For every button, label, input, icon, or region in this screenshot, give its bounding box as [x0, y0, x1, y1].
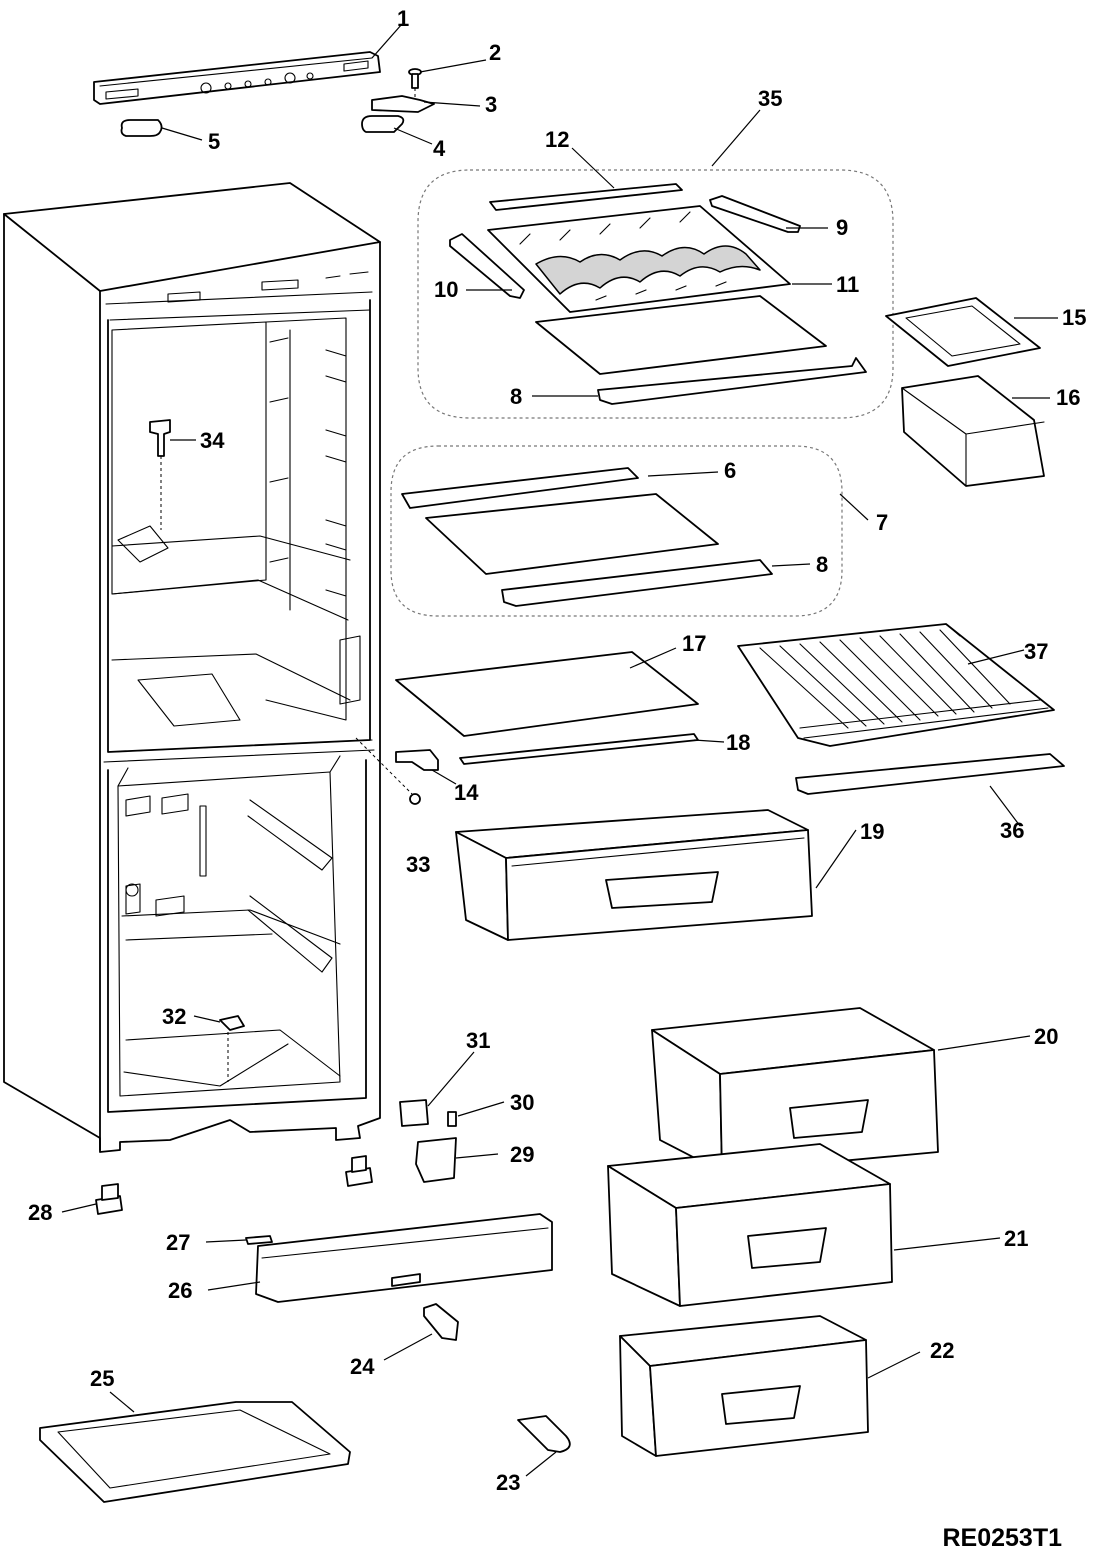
part-11-bottle-rack: [487, 205, 791, 313]
callout-9: 9: [836, 215, 848, 240]
part-6-shelf-rail: [401, 467, 639, 509]
callout-29: 29: [510, 1142, 534, 1167]
reference-code: RE0253T1: [942, 1524, 1062, 1552]
part-30-pin: [447, 1111, 457, 1127]
part-32-key: [219, 1015, 245, 1031]
callout-36: 36: [1000, 818, 1024, 843]
callout-22: 22: [930, 1338, 954, 1363]
part-5-plug: [120, 119, 163, 137]
cabinet: [3, 182, 381, 1153]
part-24-clip: [423, 1303, 459, 1341]
part-26-base-grille: [255, 1213, 553, 1303]
callout-26: 26: [168, 1278, 192, 1303]
part-37-wire-shelf: [737, 623, 1055, 747]
leader-lines: [61, 23, 1058, 1477]
callout-17: 17: [682, 631, 706, 656]
callout-10: 10: [434, 277, 458, 302]
callout-21: 21: [1004, 1226, 1028, 1251]
part-35-glass-shelf: [535, 295, 827, 375]
callout-34: 34: [200, 428, 225, 453]
part-27-tab: [245, 1235, 273, 1245]
callout-14: 14: [454, 780, 479, 805]
part-33-cap: [409, 793, 421, 805]
callout-24: 24: [350, 1354, 375, 1379]
part-7-glass-shelf: [425, 493, 719, 575]
group-outline-35: [417, 169, 894, 419]
callout-11: 11: [836, 272, 859, 297]
part-21-freezer-drawer: [607, 1143, 893, 1307]
part-8-trim-upper: [597, 357, 867, 405]
assembly-line-33: [355, 737, 413, 795]
part-1-top-cover: [93, 51, 381, 105]
callout-6: 6: [724, 458, 736, 483]
part-17-glass-plate: [395, 651, 699, 737]
callout-18: 18: [726, 730, 750, 755]
part-28-foot: [95, 1183, 123, 1215]
part-23-scoop: [517, 1415, 571, 1453]
callout-16: 16: [1056, 385, 1080, 410]
part-25-tray: [39, 1401, 351, 1503]
callout-25: 25: [90, 1366, 114, 1391]
part-36-trim: [795, 753, 1065, 795]
callout-32: 32: [162, 1004, 186, 1029]
callout-23: 23: [496, 1470, 520, 1495]
part-19-drawer: [455, 809, 813, 941]
callouts: 1 2 3 4 5 12 35 9 10 11 15 16 8 6 7 8 17…: [28, 6, 1086, 1495]
callout-4: 4: [433, 136, 446, 161]
callout-2: 2: [489, 40, 501, 65]
part-16-box: [901, 375, 1045, 487]
callout-3: 3: [485, 92, 497, 117]
callout-12: 12: [545, 127, 569, 152]
callout-19: 19: [860, 819, 884, 844]
callout-7: 7: [876, 510, 888, 535]
part-8-trim-lower: [501, 559, 773, 607]
part-3-hinge-plate: [371, 95, 435, 113]
callout-15: 15: [1062, 305, 1086, 330]
callout-8-upper: 8: [510, 384, 522, 409]
part-2-screw: [408, 68, 422, 89]
callout-35: 35: [758, 86, 782, 111]
part-10-side-rail: [449, 233, 525, 299]
callout-5: 5: [208, 129, 220, 154]
callout-30: 30: [510, 1090, 534, 1115]
part-4-hinge-cap: [361, 115, 405, 133]
part-9-side-rail: [709, 195, 801, 233]
part-34-key: [149, 419, 171, 457]
part-22-freezer-drawer: [619, 1315, 869, 1457]
callout-37: 37: [1024, 639, 1048, 664]
callout-31: 31: [466, 1028, 490, 1053]
part-28-foot-installed: [345, 1155, 373, 1187]
part-18-rail: [459, 733, 699, 765]
part-20-freezer-drawer: [651, 1007, 939, 1173]
callout-28: 28: [28, 1200, 52, 1225]
callout-27: 27: [166, 1230, 190, 1255]
part-14-hinge-bracket: [395, 749, 439, 771]
callout-8-lower: 8: [816, 552, 828, 577]
part-12-rail: [489, 183, 683, 211]
callout-33: 33: [406, 852, 430, 877]
callout-20: 20: [1034, 1024, 1058, 1049]
part-15-lid: [885, 297, 1041, 367]
part-31-plate: [399, 1099, 429, 1127]
callout-1: 1: [397, 6, 409, 31]
part-29-bracket: [415, 1137, 457, 1183]
